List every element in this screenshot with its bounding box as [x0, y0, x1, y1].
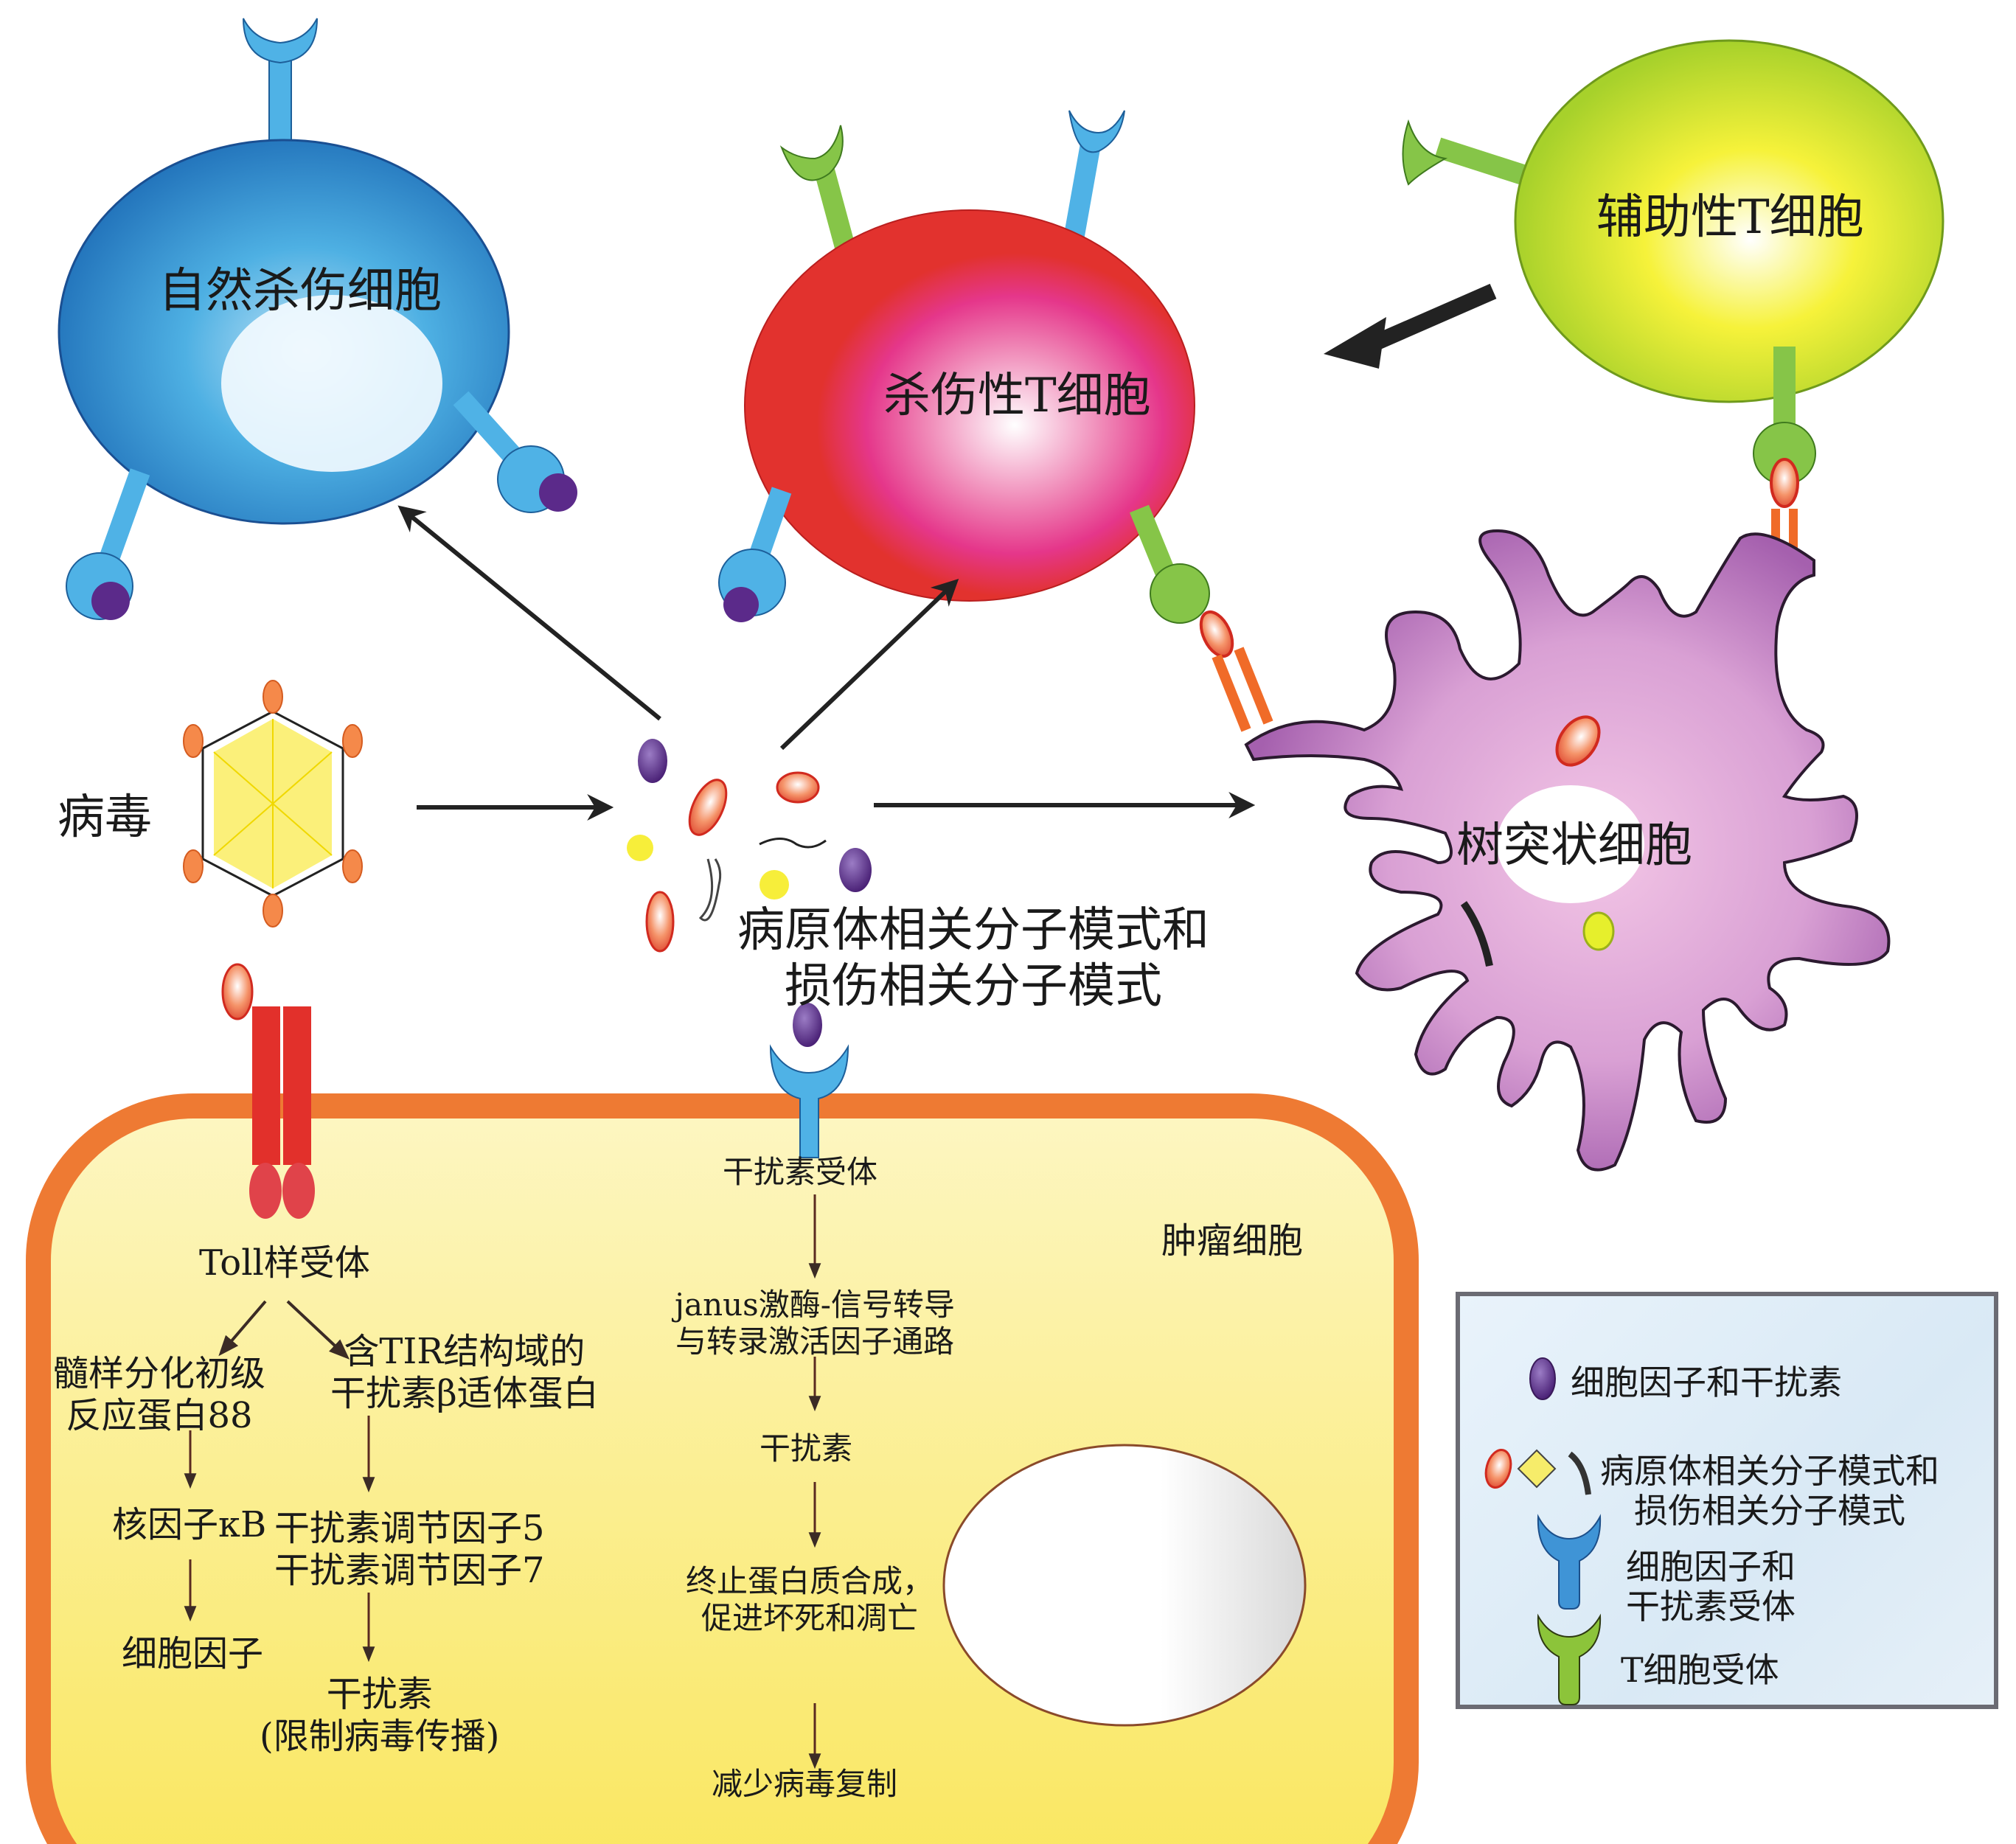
jak-stat-line1: janus激酶-信号转导: [675, 1287, 955, 1323]
pamp-damp-icons: [1484, 1449, 1591, 1495]
ifn-receptor-label: 干扰素受体: [723, 1154, 878, 1190]
legend-icons: [1484, 1357, 1602, 1705]
interferon-receptor: [769, 1003, 849, 1158]
tlr-to-trif-arrow: [286, 1300, 350, 1360]
dendritic-cell-label: 树突状细胞: [1456, 818, 1692, 873]
myd88-line1: 髓样分化初级: [53, 1353, 266, 1394]
myd88-label: 髓样分化初级 反应蛋白88: [53, 1353, 265, 1436]
legend-pamp-line2: 损伤相关分子模式: [1634, 1491, 1905, 1531]
legend-pamp-line1: 病原体相关分子模式和: [1600, 1451, 1939, 1491]
pamp-label-line1: 病原体相关分子模式和: [737, 903, 1209, 958]
tlr-ifn-line2: (限制病毒传播): [260, 1715, 500, 1757]
legend-box: 细胞因子和干扰素 病原体相关分子模式和 损伤相关分子模式 细胞因子和 干扰素受体…: [1456, 1292, 1998, 1709]
cytokine-receptor-icon: [1537, 1514, 1602, 1610]
pamp-to-ct-arrow: [779, 579, 959, 751]
legend-item-cytokines: 细胞因子和干扰素: [1571, 1363, 1842, 1402]
dendritic-cell-shape: [1244, 529, 1891, 1172]
virus-shape: [183, 680, 363, 928]
ifn-effect-line1: 终止蛋白质合成，: [686, 1563, 934, 1599]
tlr-ifn-output-label: 干扰素 (限制病毒传播): [260, 1674, 499, 1757]
cytotoxic-t-cell-shape: [718, 110, 1210, 624]
cytokine-dot-icon: [1529, 1357, 1556, 1400]
tumor-nucleus: [942, 1444, 1307, 1727]
ifn-outcome-label: 减少病毒复制: [712, 1766, 898, 1802]
nk-receptor-right: [453, 391, 577, 513]
ifn-effect-label: 终止蛋白质合成， 促进坏死和凋亡: [686, 1563, 934, 1636]
jak-stat-line2: 与转录激活因子通路: [675, 1323, 954, 1360]
mhc-complex-cytotoxic: [1199, 610, 1273, 732]
nk-receptor-left: [66, 468, 150, 620]
toll-like-receptor: [221, 963, 315, 1219]
tumor-cell: [26, 1093, 1419, 1844]
nk-cell-shape: [58, 18, 577, 620]
t-cell-receptor-icon: [1537, 1613, 1602, 1705]
pamp-damp-label: 病原体相关分子模式和 损伤相关分子模式: [737, 903, 1209, 1015]
irf5-line: 干扰素调节因子5: [274, 1508, 545, 1549]
legend-item-cytokine-receptor: 细胞因子和 干扰素受体: [1626, 1547, 1796, 1627]
tlr-ifn-line1: 干扰素: [326, 1674, 433, 1715]
tlr-to-myd88-arrow: [218, 1300, 267, 1357]
trif-line2: 干扰素β适体蛋白: [330, 1372, 599, 1414]
nfkb-label: 核因子κB: [112, 1504, 267, 1545]
pamp-label-line2: 损伤相关分子模式: [785, 958, 1162, 1014]
nk-cell-label: 自然杀伤细胞: [159, 264, 442, 319]
ifn-effect-line2: 促进坏死和凋亡: [701, 1599, 919, 1636]
cytotoxic-t-cell-label: 杀伤性T细胞: [883, 369, 1151, 423]
jak-stat-label: janus激酶-信号转导 与转录激活因子通路: [675, 1287, 955, 1360]
helper-t-cell-label: 辅助性T细胞: [1596, 190, 1864, 245]
pamp-to-nk-arrow: [397, 505, 661, 721]
irf-label: 干扰素调节因子5 干扰素调节因子7: [274, 1508, 545, 1591]
legend-receptor-line1: 细胞因子和: [1626, 1547, 1796, 1587]
myd88-line2: 反应蛋白88: [66, 1394, 253, 1436]
helper-t-cell-shape: [1402, 39, 1944, 582]
virus-label: 病毒: [58, 790, 152, 845]
legend-item-pamp-damp: 病原体相关分子模式和 损伤相关分子模式: [1600, 1451, 1939, 1531]
tumor-cell-label: 肿瘤细胞: [1161, 1220, 1304, 1262]
legend-receptor-line2: 干扰素受体: [1626, 1587, 1796, 1627]
pamp-cluster: [627, 739, 872, 953]
trif-label: 含TIR结构域的 干扰素β适体蛋白: [330, 1331, 599, 1414]
tlr-label: Toll样受体: [199, 1242, 370, 1284]
trif-line1: 含TIR结构域的: [344, 1331, 585, 1372]
cytokine-output-label: 细胞因子: [122, 1633, 264, 1674]
irf7-line: 干扰素调节因子7: [274, 1549, 545, 1591]
helper-to-cytotoxic-arrow: [1324, 283, 1497, 369]
ifn-mediator-label: 干扰素: [760, 1430, 853, 1466]
legend-item-t-cell-receptor: T细胞受体: [1621, 1650, 1779, 1690]
